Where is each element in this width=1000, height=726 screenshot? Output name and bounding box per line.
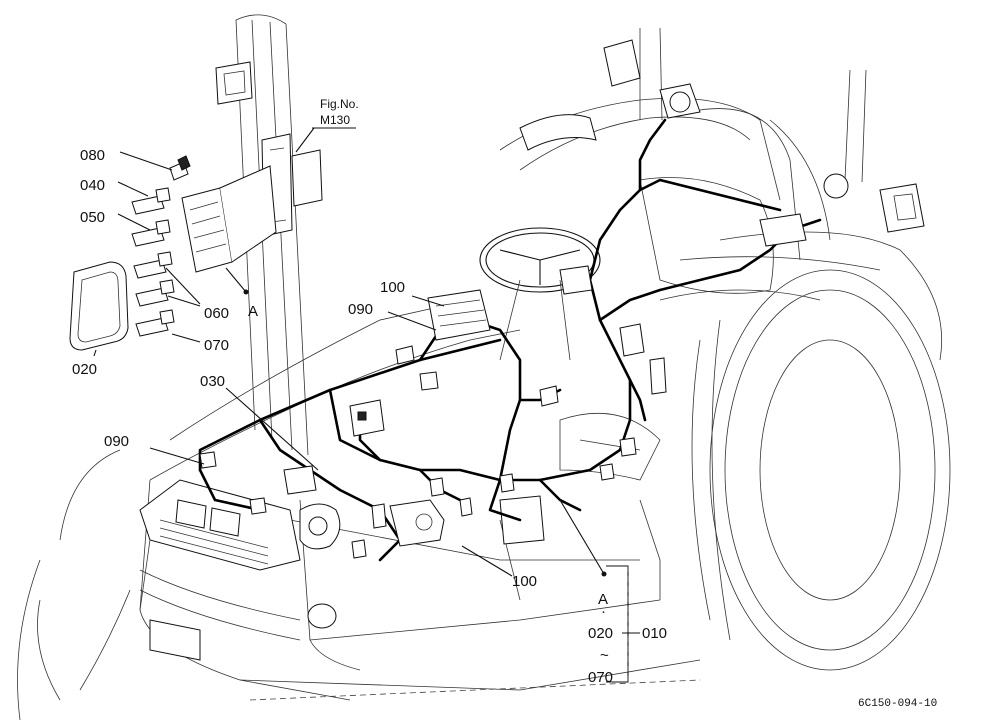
- callout-080: 080: [80, 147, 105, 164]
- fuse-070: [135, 309, 175, 337]
- fuse-box-a: [181, 165, 277, 273]
- relay: [349, 399, 385, 437]
- fender-and-seat: [499, 97, 943, 361]
- legend-range-end: 070: [588, 669, 613, 686]
- starter: [389, 499, 445, 547]
- callout-070: 070: [204, 337, 229, 354]
- front-lamp: [307, 603, 337, 629]
- fuse-050: [131, 219, 171, 247]
- fuse-panel: [427, 289, 491, 341]
- fuse-040: [131, 187, 171, 215]
- fuse-060: [133, 251, 175, 307]
- drawing-code: 6C150-094-10: [858, 698, 937, 710]
- legend-dot: ·: [601, 603, 606, 620]
- callout-100-top: 100: [380, 279, 405, 296]
- fuse-box-exploded: [69, 155, 277, 351]
- rear-wheel: [691, 269, 951, 671]
- callout-020: 020: [72, 361, 97, 378]
- headlight-left: [175, 499, 207, 529]
- callout-050: 050: [80, 209, 105, 226]
- front-wheel: [17, 449, 131, 721]
- fuse-080: [169, 155, 191, 181]
- callout-090-top: 090: [348, 301, 373, 318]
- callout-040: 040: [80, 177, 105, 194]
- figure-ref-line2: M130: [320, 113, 350, 127]
- callout-labels: Fig.No. M130 080 040 050 060 070 020 A 1…: [72, 97, 937, 710]
- callout-100-bottom: 100: [512, 573, 537, 590]
- callout-090-left: 090: [104, 433, 129, 450]
- hood-body: [139, 299, 701, 701]
- callout-060: 060: [204, 305, 229, 322]
- legend-range-start: 020: [588, 625, 613, 642]
- rops-frame-right: [603, 27, 925, 233]
- fuse-box-020-cover: [69, 261, 129, 351]
- figure-ref-line1: Fig.No.: [320, 97, 359, 111]
- legend-item-010: 010: [642, 625, 667, 642]
- legend-ref-a: A: [598, 591, 608, 608]
- steering-wheel: [479, 227, 601, 361]
- leader-lines: [93, 127, 629, 683]
- legend-range-tilde: ~: [600, 647, 609, 664]
- components: [199, 83, 849, 559]
- callout-030: 030: [200, 373, 225, 390]
- callout-detail-a: A: [248, 303, 258, 320]
- headlight-right: [209, 507, 241, 537]
